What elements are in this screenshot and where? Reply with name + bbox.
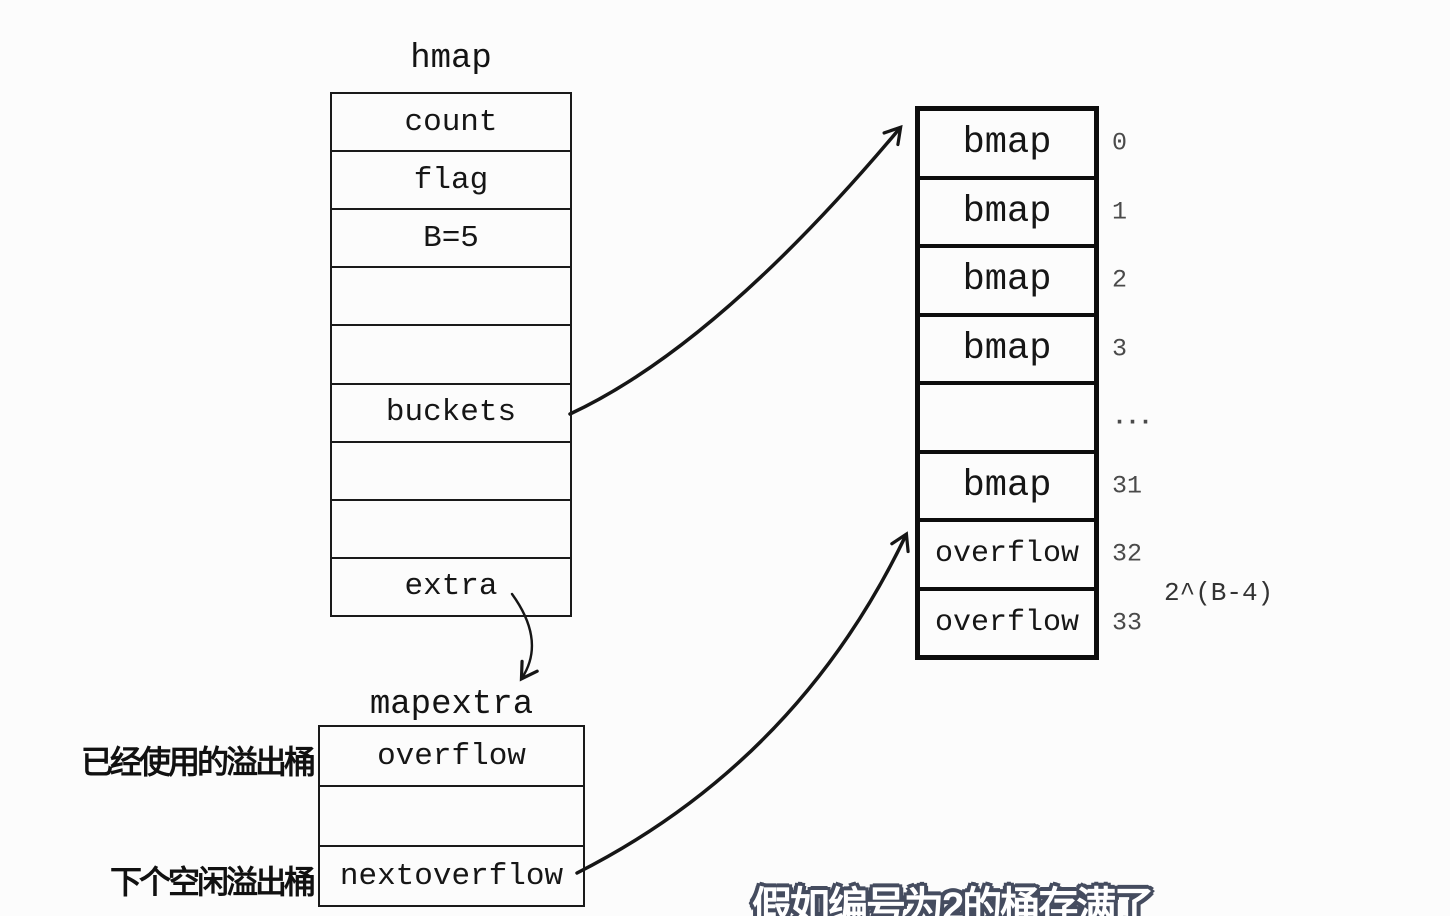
hmap-row-b: B=5	[332, 208, 570, 266]
bucket-row-ellipsis: ...	[920, 381, 1153, 450]
bucket-index: 2	[1112, 265, 1128, 295]
bucket-label: bmap	[962, 464, 1052, 507]
mapextra-field-label: nextoverflow	[339, 858, 564, 894]
hmap-field-label: count	[404, 104, 498, 140]
bucket-index-ellipsis: ...	[1112, 402, 1153, 432]
bucket-row-31: bmap 31	[920, 449, 1142, 519]
next-free-overflow-bucket-label: 下个空闲溢出桶	[109, 864, 316, 900]
bucket-row-2: bmap 2	[920, 244, 1127, 313]
bucket-label: overflow	[934, 605, 1080, 640]
mapextra-row-empty	[320, 785, 583, 845]
hmap-field-label: flag	[413, 162, 489, 198]
hmap-field-label: B=5	[423, 220, 479, 256]
bucket-index: 1	[1112, 197, 1128, 227]
hmap-field-label: buckets	[385, 395, 517, 431]
bucket-label: bmap	[962, 122, 1052, 165]
bucket-label: overflow	[934, 537, 1080, 572]
hmap-struct: count flag B=5 buckets extra	[330, 92, 572, 617]
hmap-row-empty-4	[332, 498, 570, 557]
mapextra-field-label: overflow	[377, 738, 526, 774]
subtitle-caption: 假如编号为2的桶存满了	[752, 885, 1154, 916]
bucket-array: bmap 0 bmap 1 bmap 2 bmap 3 ... bmap 31 …	[915, 106, 1153, 660]
mapextra-struct: overflow nextoverflow	[318, 725, 585, 907]
bucket-index: 32	[1112, 539, 1143, 569]
used-overflow-buckets-label: 已经使用的溢出桶	[80, 744, 316, 780]
mapextra-row-nextoverflow: nextoverflow	[320, 845, 583, 905]
bucket-index: 3	[1112, 334, 1128, 364]
bucket-row-3: bmap 3	[920, 312, 1127, 382]
hmap-row-empty-1	[332, 266, 570, 324]
bucket-index: 0	[1112, 128, 1128, 158]
hmap-row-flag: flag	[332, 150, 570, 208]
bucket-label: bmap	[962, 327, 1052, 370]
hmap-row-empty-3	[332, 440, 570, 499]
hmap-row-extra: extra	[332, 556, 570, 615]
hmap-field-label: extra	[404, 569, 498, 605]
bucket-row-1: bmap 1	[920, 175, 1127, 245]
bucket-index: 31	[1112, 471, 1143, 501]
hmap-title: hmap	[410, 40, 492, 78]
bucket-index: 33	[1112, 608, 1143, 638]
bucket-row-0: bmap 0	[920, 111, 1127, 176]
bucket-label: bmap	[962, 190, 1052, 233]
arrow-buckets-to-bucket-array	[568, 124, 903, 416]
mapextra-row-overflow: overflow	[320, 727, 583, 785]
hmap-row-empty-2	[332, 324, 570, 382]
bucket-count-note: 2^(B-4)	[1164, 578, 1274, 608]
bucket-row-overflow-33: overflow 33	[920, 586, 1142, 656]
hmap-row-count: count	[332, 94, 570, 150]
hmap-row-buckets: buckets	[332, 382, 570, 441]
mapextra-title: mapextra	[369, 686, 534, 724]
bucket-row-overflow-32: overflow 32	[920, 518, 1142, 587]
bucket-label: bmap	[962, 259, 1052, 302]
arrow-nextoverflow-to-overflow-buckets	[575, 531, 910, 875]
